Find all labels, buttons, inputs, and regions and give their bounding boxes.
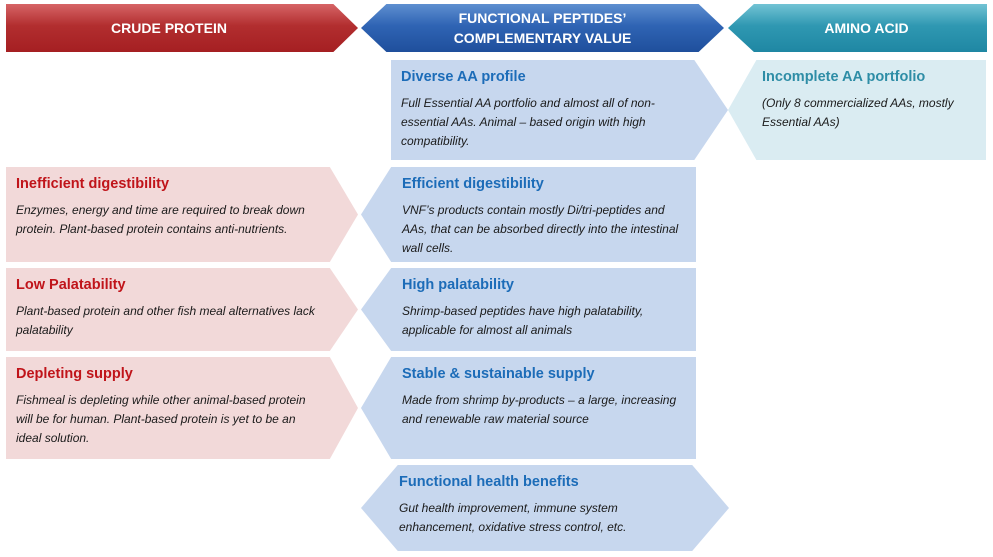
low-palatability-title: Low Palatability [16,277,126,293]
high-palatability-box: High palatability Shrimp-based peptides … [361,268,696,351]
high-palatability-text: Shrimp-based peptides have high palatabi… [402,304,644,337]
low-palatability-box: Low Palatability Plant-based protein and… [6,268,358,351]
efficient-digestibility-box: Efficient digestibility VNF’s products c… [361,167,696,262]
incomplete-aa-portfolio-text: (Only 8 commercialized AAs, mostly Essen… [762,96,954,129]
stable-sustainable-supply-title: Stable & sustainable supply [402,366,595,382]
functional-health-benefits-box: Functional health benefits Gut health im… [361,465,729,551]
amino-acid-header-label: AMINO ACID [824,20,909,36]
functional-peptides-header-label: FUNCTIONAL PEPTIDES’ COMPLEMENTARY VALUE [453,10,632,46]
diverse-aa-profile-text: Full Essential AA portfolio and almost a… [401,96,655,148]
low-palatability-text: Plant-based protein and other fish meal … [16,304,315,337]
incomplete-aa-portfolio-box: Incomplete AA portfolio (Only 8 commerci… [728,60,986,160]
depleting-supply-text: Fishmeal is depleting while other animal… [16,393,306,445]
inefficient-digestibility-title: Inefficient digestibility [16,176,170,192]
diverse-aa-profile-box: Diverse AA profile Full Essential AA por… [391,60,728,160]
crude-protein-header: CRUDE PROTEIN [6,4,358,52]
stable-sustainable-supply-text: Made from shrimp by-products – a large, … [402,393,677,426]
efficient-digestibility-text: VNF’s products contain mostly Di/tri-pep… [402,203,679,255]
depleting-supply-title: Depleting supply [16,366,133,382]
incomplete-aa-portfolio-title: Incomplete AA portfolio [762,69,926,85]
functional-health-benefits-title: Functional health benefits [399,474,579,490]
functional-health-benefits-text: Gut health improvement, immune system en… [399,501,627,534]
depleting-supply-box: Depleting supply Fishmeal is depleting w… [6,357,358,459]
crude-protein-header-label: CRUDE PROTEIN [111,20,227,36]
functional-peptides-header: FUNCTIONAL PEPTIDES’ COMPLEMENTARY VALUE [361,4,724,52]
amino-acid-header: AMINO ACID [728,4,987,52]
efficient-digestibility-title: Efficient digestibility [402,176,544,192]
stable-sustainable-supply-box: Stable & sustainable supply Made from sh… [361,357,696,459]
inefficient-digestibility-box: Inefficient digestibility Enzymes, energ… [6,167,358,262]
diverse-aa-profile-title: Diverse AA profile [401,69,526,85]
inefficient-digestibility-text: Enzymes, energy and time are required to… [16,203,305,236]
high-palatability-title: High palatability [402,277,514,293]
